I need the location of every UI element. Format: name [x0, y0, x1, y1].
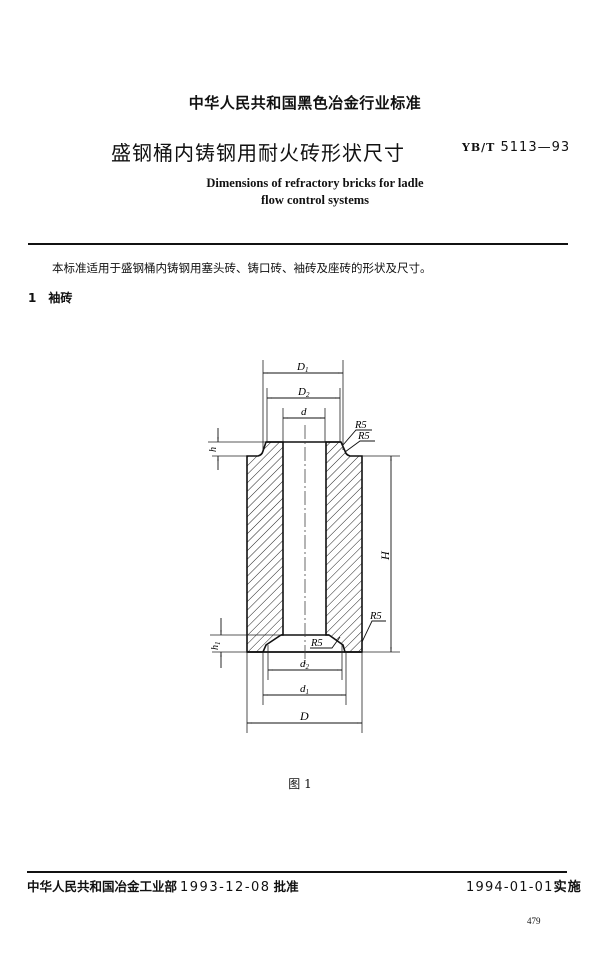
page-number: 479: [527, 916, 541, 926]
effective-suffix: 实施: [553, 880, 582, 895]
label-R5-bottom-outer: R5: [369, 611, 382, 622]
standard-code: YB/T 5113—93: [462, 140, 570, 155]
label-h1: h1: [210, 642, 222, 651]
section-heading: 1 袖砖: [28, 289, 72, 306]
label-D1: D1: [296, 361, 308, 374]
effective-line: 1994-01-01实施: [466, 876, 582, 895]
document-title-en: Dimensions of refractory bricks for ladl…: [0, 175, 600, 209]
issuing-organization: 中华人民共和国黑色冶金行业标准: [188, 94, 422, 112]
footer-divider: [27, 871, 567, 873]
standard-prefix: YB/T: [462, 141, 496, 154]
label-d2: d2: [300, 658, 310, 671]
section-number: 1: [28, 291, 37, 305]
approval-date: 1993-12-08: [180, 880, 271, 895]
header-divider: [28, 243, 568, 245]
scope-paragraph: 本标准适用于盛钢桶内铸钢用塞头砖、铸口砖、袖砖及座砖的形状及尺寸。: [52, 261, 432, 275]
approval-suffix: 批准: [273, 879, 299, 894]
issuer: 中华人民共和国冶金工业部: [27, 879, 178, 894]
label-d: d: [301, 406, 307, 418]
label-R5-top-outer: R5: [354, 420, 367, 431]
label-R5-top-inner: R5: [357, 431, 370, 442]
label-d1: d1: [300, 683, 309, 696]
label-h: h: [208, 447, 219, 452]
section-title: 袖砖: [48, 291, 73, 305]
title-en-line-1: Dimensions of refractory bricks for ladl…: [206, 176, 424, 190]
label-D2: D2: [297, 386, 310, 399]
label-D: D: [299, 709, 309, 723]
title-en-line-2: flow control systems: [260, 193, 370, 207]
effective-date: 1994-01-01: [466, 880, 554, 895]
figure-caption: 图 1: [288, 777, 312, 791]
label-H: H: [378, 550, 392, 561]
right-wall-section: [325, 441, 363, 653]
label-R5-bottom-inner: R5: [310, 638, 323, 649]
document-title-cn: 盛钢桶内铸钢用耐火砖形状尺寸: [111, 141, 405, 165]
standard-number: 5113—93: [500, 140, 571, 155]
left-wall-section: [246, 441, 284, 653]
